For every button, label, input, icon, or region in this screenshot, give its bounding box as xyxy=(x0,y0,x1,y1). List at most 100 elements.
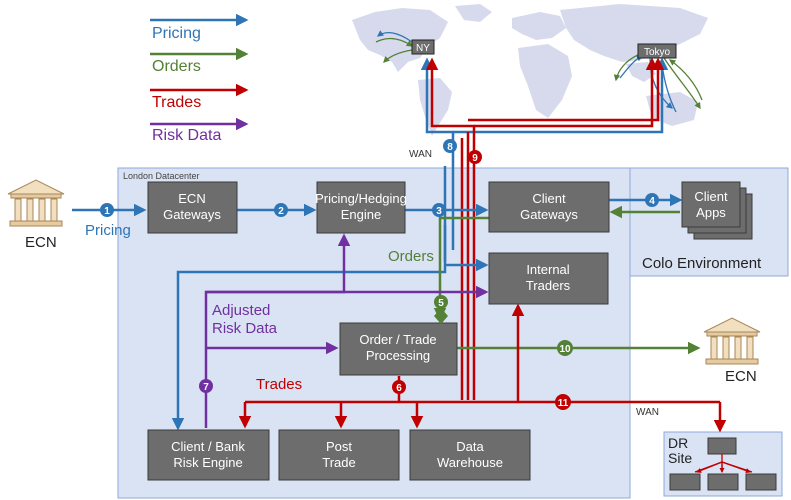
london-datacenter-label: London Datacenter xyxy=(123,171,200,181)
text-line: Internal xyxy=(526,262,569,277)
wan-top-label: WAN xyxy=(409,149,432,160)
svg-text:11: 11 xyxy=(558,398,569,409)
svg-text:1: 1 xyxy=(104,206,110,217)
text-line: Apps xyxy=(696,205,726,220)
world-map xyxy=(352,4,708,136)
marker-6: 6 xyxy=(392,380,406,394)
component-boxes xyxy=(147,181,753,481)
text-line: Processing xyxy=(366,348,430,363)
post-trade-box xyxy=(278,429,400,481)
svg-text:7: 7 xyxy=(203,382,209,393)
text-line: Warehouse xyxy=(437,455,503,470)
wan-bottom-label: WAN xyxy=(636,407,659,418)
order-processing-box xyxy=(339,322,458,376)
text-line: Traders xyxy=(526,278,571,293)
text-line: Gateways xyxy=(520,207,578,222)
legend-risk-label: Risk Data xyxy=(152,127,221,144)
pricing-engine-box xyxy=(316,181,406,234)
svg-text:9: 9 xyxy=(472,153,478,164)
client-apps-box xyxy=(681,181,741,228)
ecn-right-bank-icon xyxy=(703,317,761,365)
trades-flow-lines xyxy=(238,303,727,433)
ny-city-label: NY xyxy=(416,43,430,54)
marker-7: 7 xyxy=(199,379,213,393)
legend-trades-label: Trades xyxy=(152,94,201,111)
text-line: Engine xyxy=(341,207,381,222)
marker-11: 11 xyxy=(555,394,571,410)
trades-flow-label: Trades xyxy=(256,376,302,393)
marker-5: 5 xyxy=(434,295,448,324)
ny-city-tag: NY xyxy=(411,39,435,55)
ecn-left-label: ECN xyxy=(25,234,57,251)
svg-text:2: 2 xyxy=(278,206,284,217)
marker-3: 3 xyxy=(432,203,446,217)
ecn-gateways-box xyxy=(147,181,238,234)
text-line: Site xyxy=(668,450,692,466)
orders-flow-lines xyxy=(433,205,701,355)
text-line: DR xyxy=(668,435,688,451)
asia-shape xyxy=(560,4,708,62)
pricing-flow-label: Pricing xyxy=(85,222,131,239)
svg-text:4: 4 xyxy=(649,196,655,207)
ecn-left-bank-icon xyxy=(7,179,65,227)
data-warehouse-box xyxy=(409,429,531,481)
dr-box-middle xyxy=(707,473,739,491)
south-america-shape xyxy=(418,78,452,136)
marker-1: 1 xyxy=(100,203,114,217)
marker-9: 9 xyxy=(468,150,482,164)
dr-box-right xyxy=(745,473,777,491)
text-line: Risk Engine xyxy=(173,455,242,470)
text-line: Client xyxy=(694,189,728,204)
marker-10: 10 xyxy=(557,340,573,356)
client-gw-to-order-proc xyxy=(433,216,489,321)
text-line: Client xyxy=(532,191,566,206)
marker-4: 4 xyxy=(645,193,659,207)
text-line: Risk Data xyxy=(212,320,278,337)
internal-traders-box xyxy=(488,252,609,305)
colo-label: Colo Environment xyxy=(642,255,762,272)
tokyo-city-tag: Tokyo xyxy=(637,43,677,59)
marker-2: 2 xyxy=(274,203,288,217)
legend-pricing-label: Pricing xyxy=(152,25,201,42)
pricing-to-risk xyxy=(171,225,447,431)
africa-shape xyxy=(518,44,572,118)
text-line: Gateways xyxy=(163,207,221,222)
svg-text:10: 10 xyxy=(559,344,571,355)
text-line: Post xyxy=(326,439,352,454)
step-markers: 1 2 3 4 5 6 7 8 9 10 11 xyxy=(100,139,659,410)
text-line: ECN xyxy=(178,191,205,206)
svg-text:8: 8 xyxy=(447,142,453,153)
text-line: Order / Trade xyxy=(359,332,436,347)
europe-shape xyxy=(512,12,566,40)
orders-flow-label: Orders xyxy=(388,248,434,265)
text-line: Data xyxy=(456,439,484,454)
dr-box-left xyxy=(669,473,701,491)
risk-engine-box xyxy=(147,429,270,481)
greenland-shape xyxy=(455,4,492,22)
svg-text:3: 3 xyxy=(436,206,442,217)
svg-text:6: 6 xyxy=(396,383,402,394)
ecn-right-label: ECN xyxy=(725,368,757,385)
legend: Pricing Orders Trades Risk Data xyxy=(150,13,249,144)
text-line: Pricing/Hedging xyxy=(315,191,407,206)
tokyo-city-label: Tokyo xyxy=(644,47,671,58)
text-line: Trade xyxy=(322,455,355,470)
client-gateways-box xyxy=(488,181,610,233)
dr-top-box xyxy=(707,437,737,455)
marker-8: 8 xyxy=(443,139,457,153)
text-line: Adjusted xyxy=(212,302,270,319)
